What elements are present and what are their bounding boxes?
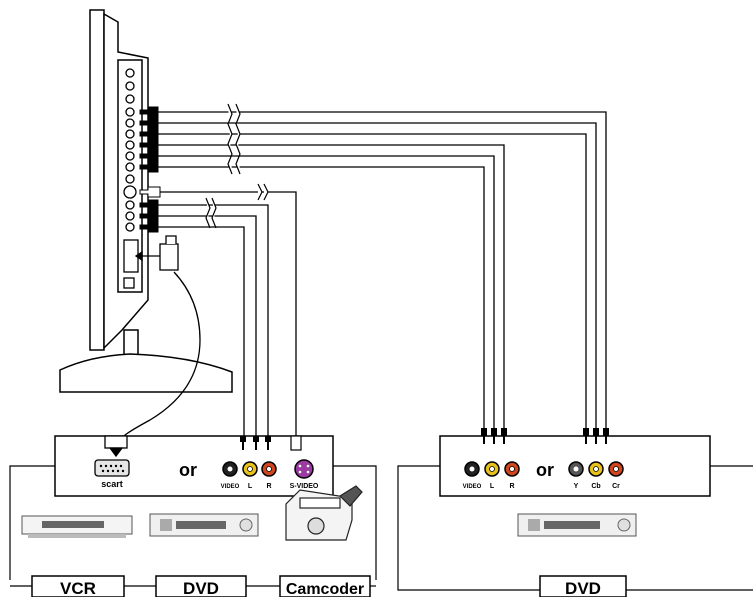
left-video-label: VIDEO: [221, 484, 240, 490]
cable-right-r: [158, 144, 505, 430]
right-or-label: or: [536, 460, 554, 480]
cable-left-video: [158, 226, 245, 436]
cable-scart: [123, 271, 201, 437]
plug-svideo: [139, 186, 161, 198]
right-cb-plug: [593, 428, 599, 444]
monitor-jack-14: [125, 222, 135, 232]
plug-8: [139, 210, 159, 222]
monitor-jack-12: [125, 200, 135, 210]
right-r-plug: [501, 428, 507, 444]
right-device-connectors: [397, 465, 753, 591]
right-box-plugs: [481, 428, 609, 444]
right-y-label: Y: [574, 483, 579, 490]
monitor: [59, 9, 233, 393]
left-video-plug: [240, 436, 246, 450]
right-source-box: or VIDEO L R Y Cb Cr: [439, 428, 711, 497]
left-l-plug: [253, 436, 259, 450]
left-scart-socket: [94, 459, 130, 477]
camcorder-label: Camcoder: [286, 581, 364, 597]
monitor-screen-edge: [89, 9, 105, 351]
cable-svideo: [160, 191, 297, 436]
left-source-box: scart or VIDEO L R S-VIDEO: [54, 435, 334, 497]
plug-4: [139, 139, 159, 151]
cable-left-l: [158, 215, 257, 436]
monitor-jack-9: [125, 162, 135, 172]
monitor-jack-6: [125, 129, 135, 139]
cable-right-video: [158, 166, 485, 430]
right-l-label: L: [490, 483, 495, 490]
left-scart-label: scart: [101, 479, 123, 489]
dvd-right-label-box: [539, 575, 627, 597]
cable-y: [158, 133, 587, 430]
plug-1: [139, 106, 159, 118]
plug-3: [139, 128, 159, 140]
plug-2: [139, 117, 159, 129]
plug-6: [139, 161, 159, 173]
dvd-right-device: [517, 513, 637, 537]
right-cr-plug: [603, 428, 609, 444]
monitor-svideo-jack: [123, 185, 137, 199]
monitor-base: [59, 353, 233, 393]
left-scart-plug: [104, 435, 128, 458]
camcorder-device: [285, 485, 363, 541]
cable-left-r: [158, 204, 269, 436]
monitor-scart-plug: [134, 235, 179, 271]
right-r-label: R: [509, 483, 514, 490]
right-y-plug: [583, 428, 589, 444]
monitor-jack-10: [125, 174, 135, 184]
right-video-label: VIDEO: [463, 484, 482, 490]
monitor-jack-1: [125, 68, 135, 78]
monitor-plugs: [139, 106, 161, 233]
left-or-label: or: [179, 460, 197, 480]
right-video-plug: [481, 428, 487, 444]
vcr-device: [21, 515, 133, 538]
cable-cb: [158, 122, 597, 430]
left-r-plug: [265, 436, 271, 450]
right-cr-label: Cr: [612, 483, 620, 490]
vcr-label: VCR: [60, 579, 96, 597]
monitor-jacks: [123, 68, 139, 289]
left-device-connectors: [9, 465, 377, 580]
monitor-jack-2: [125, 81, 135, 91]
left-svideo-plug: [290, 435, 302, 451]
monitor-small-port: [123, 277, 135, 289]
right-cb-label: Cb: [591, 483, 600, 490]
left-svideo-jack: [294, 459, 314, 479]
plug-5: [139, 150, 159, 162]
device-labels: VCR DVD Camcoder DVD: [31, 575, 627, 597]
dvd-right-label: DVD: [565, 579, 601, 597]
monitor-jack-5: [125, 118, 135, 128]
plug-7: [139, 199, 159, 211]
right-l-plug: [491, 428, 497, 444]
left-svideo-label: S-VIDEO: [290, 483, 319, 490]
monitor-jack-3: [125, 94, 135, 104]
left-box-plugs: [240, 435, 302, 451]
cables: [123, 111, 607, 437]
dvd-left-label: DVD: [183, 579, 219, 597]
dvd-left-device: [149, 513, 259, 537]
monitor-jack-8: [125, 151, 135, 161]
left-l-label: L: [248, 483, 253, 490]
monitor-jack-13: [125, 211, 135, 221]
cable-cr: [158, 111, 607, 430]
monitor-jack-4: [125, 107, 135, 117]
left-r-label: R: [266, 483, 271, 490]
cable-right-l: [158, 155, 495, 430]
plug-9: [139, 221, 159, 233]
cable-break-marks: [205, 103, 269, 229]
monitor-jack-7: [125, 140, 135, 150]
